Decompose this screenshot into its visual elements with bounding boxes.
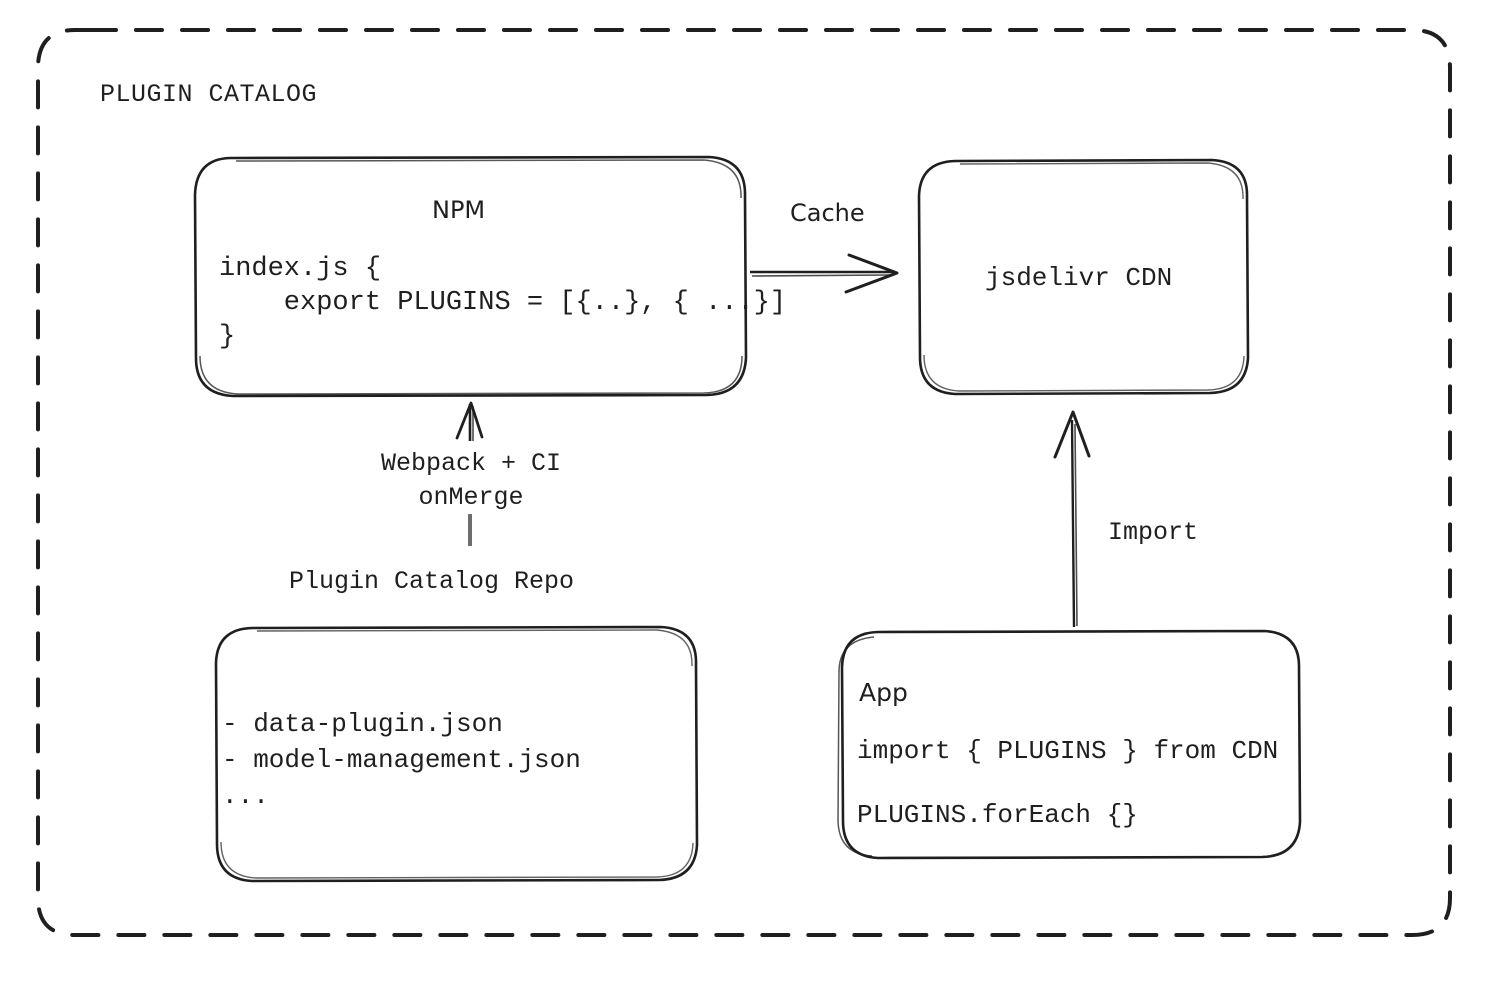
app-node-title: App <box>859 678 908 707</box>
edge-label-build: Webpack + CI onMerge <box>380 449 562 512</box>
npm-node-title: NPM <box>432 196 486 224</box>
edge-label-cache: Cache <box>790 199 865 227</box>
app-code-line-2: PLUGINS.forEach {} <box>857 800 1138 830</box>
app-code-line-1: import { PLUGINS } from CDN <box>857 736 1279 766</box>
repo-node-title: Plugin Catalog Repo <box>289 567 575 596</box>
page-title: PLUGIN CATALOG <box>100 80 318 109</box>
cdn-node-title: jsdelivr CDN <box>985 263 1173 293</box>
repo-file-list: - data-plugin.json - model-management.js… <box>222 709 581 811</box>
edge-import <box>1053 410 1091 628</box>
edge-label-import: Import <box>1108 518 1199 547</box>
npm-code-block: index.js { export PLUGINS = [{..}, { ...… <box>219 254 787 352</box>
